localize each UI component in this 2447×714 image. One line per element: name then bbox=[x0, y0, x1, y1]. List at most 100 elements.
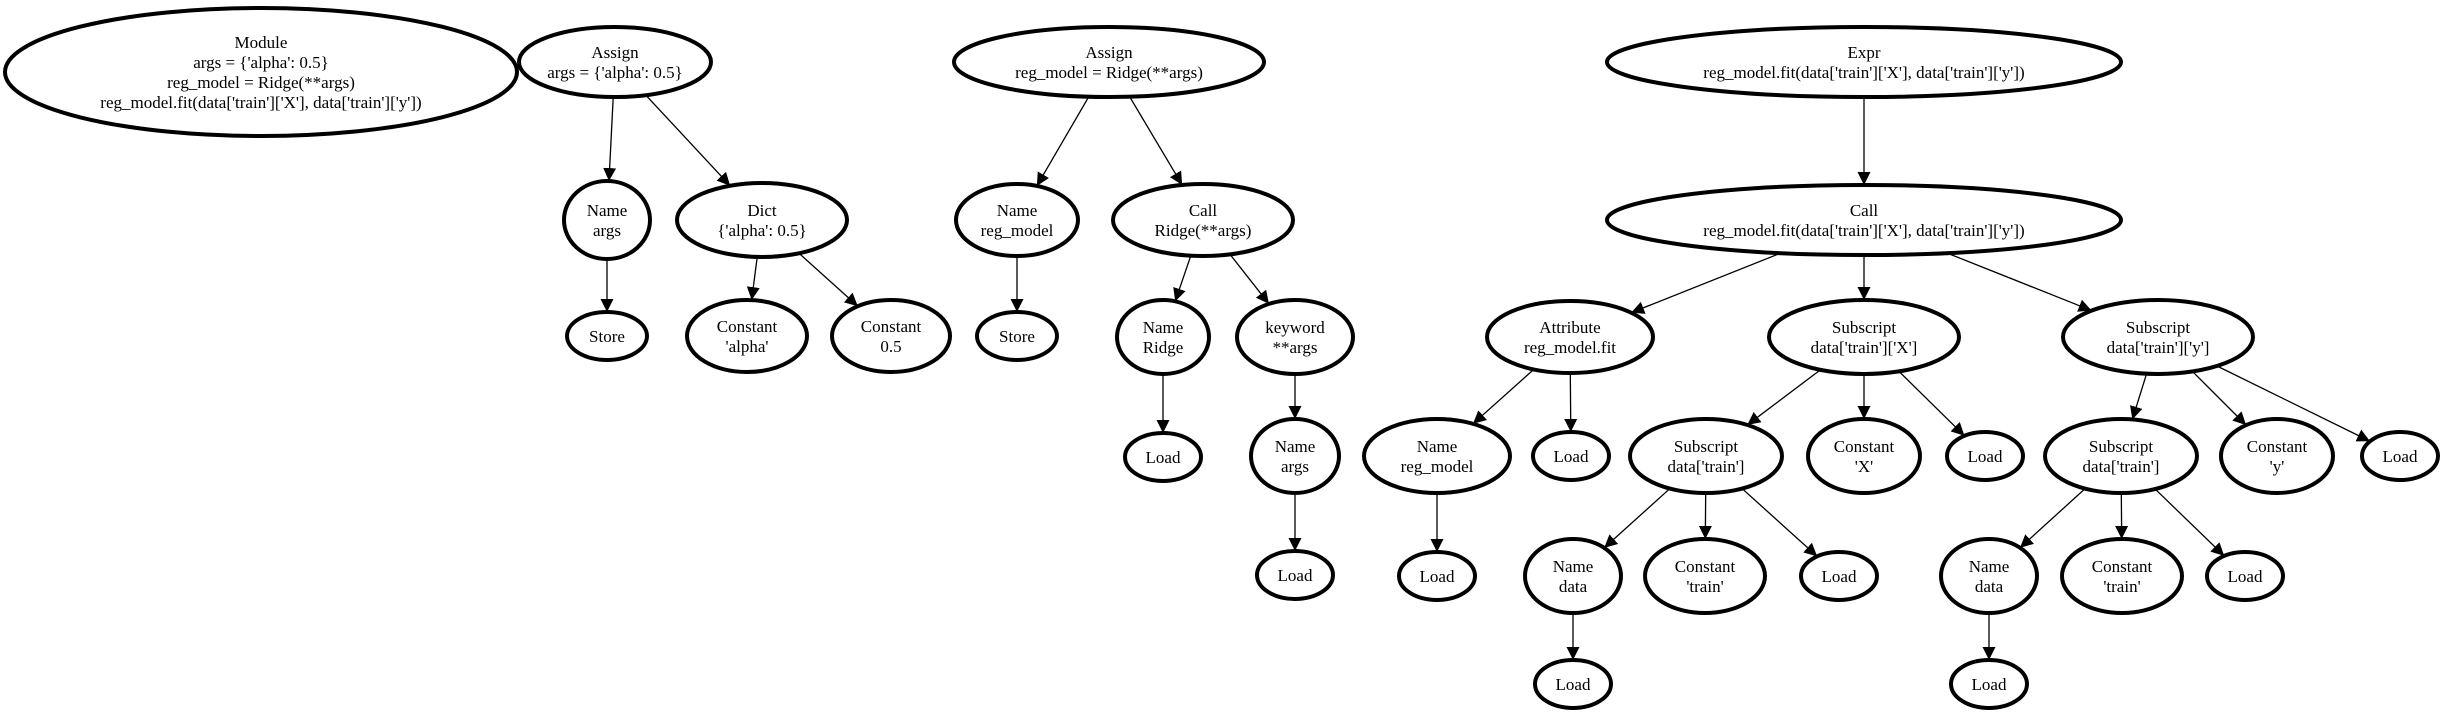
node-type-label: Store bbox=[999, 327, 1035, 346]
node-ellipse bbox=[562, 179, 652, 261]
node-ellipse bbox=[1939, 537, 2039, 615]
edge-sub_train_x-to-name_data_x bbox=[1603, 488, 1671, 549]
node-ellipse bbox=[2219, 417, 2335, 495]
node-source-label: args bbox=[593, 221, 621, 240]
node-type-label: Subscript bbox=[2126, 318, 2191, 337]
edge-assign1-to-name_args_store bbox=[603, 96, 617, 182]
edge-call_fit-to-attr bbox=[1630, 252, 1782, 314]
node-constant-const-train-y: Constant'train' bbox=[2060, 537, 2184, 615]
node-type-label: Load bbox=[2228, 567, 2263, 586]
node-source-label: 0.5 bbox=[880, 337, 901, 356]
node-ellipse bbox=[1533, 658, 1613, 710]
node-type-label: Constant bbox=[861, 317, 922, 336]
edge-sub_y-to-load_sub_y bbox=[2216, 365, 2371, 442]
node-type-label: Name bbox=[997, 201, 1038, 220]
node-ellipse bbox=[517, 25, 713, 99]
node-constant-const-alpha: Constant'alpha' bbox=[685, 298, 809, 374]
node-load-load-data-y: Load bbox=[1949, 658, 2029, 710]
node-type-label: Constant bbox=[1675, 557, 1736, 576]
node-source-label: args = {'alpha': 0.5} bbox=[193, 53, 329, 72]
node-ellipse bbox=[1249, 417, 1341, 495]
node-type-label: Load bbox=[1146, 448, 1181, 467]
node-source-label: data['train'] bbox=[1668, 457, 1745, 476]
node-source-label: 'y' bbox=[2270, 457, 2285, 476]
node-ellipse bbox=[1767, 298, 1961, 376]
node-source-label: args bbox=[1281, 457, 1309, 476]
node-load-load-sub-x: Load bbox=[1945, 430, 2025, 482]
node-constant-const-X: Constant'X' bbox=[1806, 417, 1922, 495]
node-ellipse bbox=[1799, 550, 1879, 602]
node-type-label: Load bbox=[1278, 566, 1313, 585]
node-source-label: reg_model.fit(data['train']['X'], data['… bbox=[100, 93, 421, 112]
node-type-label: Constant bbox=[2247, 437, 2308, 456]
node-type-label: Module bbox=[235, 33, 288, 52]
node-source-label: **args bbox=[1272, 338, 1317, 357]
node-type-label: Expr bbox=[1847, 43, 1880, 62]
node-type-label: Load bbox=[1556, 675, 1591, 694]
edge-sub_y-to-sub_train_y bbox=[2130, 373, 2148, 420]
node-type-label: Call bbox=[1189, 201, 1218, 220]
node-type-label: Constant bbox=[717, 317, 778, 336]
node-store-store2: Store bbox=[975, 310, 1059, 362]
node-ellipse bbox=[675, 181, 849, 259]
node-load-load-sub-y: Load bbox=[2360, 430, 2440, 482]
node-ellipse bbox=[1485, 299, 1655, 375]
node-ellipse bbox=[1523, 537, 1623, 615]
node-ellipse bbox=[2060, 537, 2184, 615]
node-source-label: args = {'alpha': 0.5} bbox=[547, 63, 683, 82]
node-dict-dict: Dict{'alpha': 0.5} bbox=[675, 181, 849, 259]
node-source-label: data bbox=[1975, 577, 2004, 596]
node-source-label: reg_model = Ridge(**args) bbox=[1015, 63, 1203, 82]
node-source-label: 'train' bbox=[1686, 577, 1723, 596]
node-source-label: Ridge bbox=[1143, 338, 1184, 357]
node-source-label: 'train' bbox=[2103, 577, 2140, 596]
node-ellipse bbox=[1255, 549, 1335, 601]
node-ellipse bbox=[685, 298, 809, 374]
node-ellipse bbox=[1945, 430, 2025, 482]
edge-attr-to-name_regmodel_load bbox=[1472, 368, 1535, 425]
node-type-label: Constant bbox=[2092, 557, 2153, 576]
node-source-label: 'alpha' bbox=[726, 337, 769, 356]
node-ellipse bbox=[1605, 183, 2123, 257]
node-type-label: Subscript bbox=[2089, 437, 2154, 456]
node-type-label: Call bbox=[1850, 201, 1879, 220]
edge-sub_y-to-const_y bbox=[2192, 371, 2247, 426]
node-ellipse bbox=[1806, 417, 1922, 495]
node-load-load-ridge: Load bbox=[1123, 431, 1203, 483]
edge-assign2-to-name_regmodel_store bbox=[1036, 96, 1090, 187]
edge-call_fit-to-sub_y bbox=[1946, 252, 2092, 312]
node-ellipse bbox=[1643, 537, 1767, 615]
node-ellipse bbox=[1123, 431, 1203, 483]
node-ellipse bbox=[1111, 182, 1295, 258]
node-source-label: reg_model.fit(data['train']['X'], data['… bbox=[1703, 63, 2024, 82]
node-ellipse bbox=[1605, 25, 2123, 99]
edges bbox=[600, 94, 2371, 660]
node-ellipse bbox=[952, 25, 1266, 99]
node-ellipse bbox=[3, 6, 519, 138]
node-type-label: Load bbox=[1420, 567, 1455, 586]
node-ellipse bbox=[565, 310, 649, 362]
node-ellipse bbox=[1115, 298, 1211, 376]
node-type-label: Load bbox=[1968, 447, 2003, 466]
node-ellipse bbox=[975, 310, 1059, 362]
node-source-label: data bbox=[1559, 577, 1588, 596]
node-source-label: data['train']['X'] bbox=[1811, 338, 1918, 357]
node-type-label: Assign bbox=[1085, 43, 1133, 62]
node-ellipse bbox=[954, 182, 1080, 258]
edge-assign2-to-call_ridge bbox=[1129, 96, 1183, 186]
node-source-label: 'X' bbox=[1855, 457, 1873, 476]
node-source-label: reg_model.fit(data['train']['X'], data['… bbox=[1703, 221, 2024, 240]
node-source-label: reg_model.fit bbox=[1524, 338, 1616, 357]
